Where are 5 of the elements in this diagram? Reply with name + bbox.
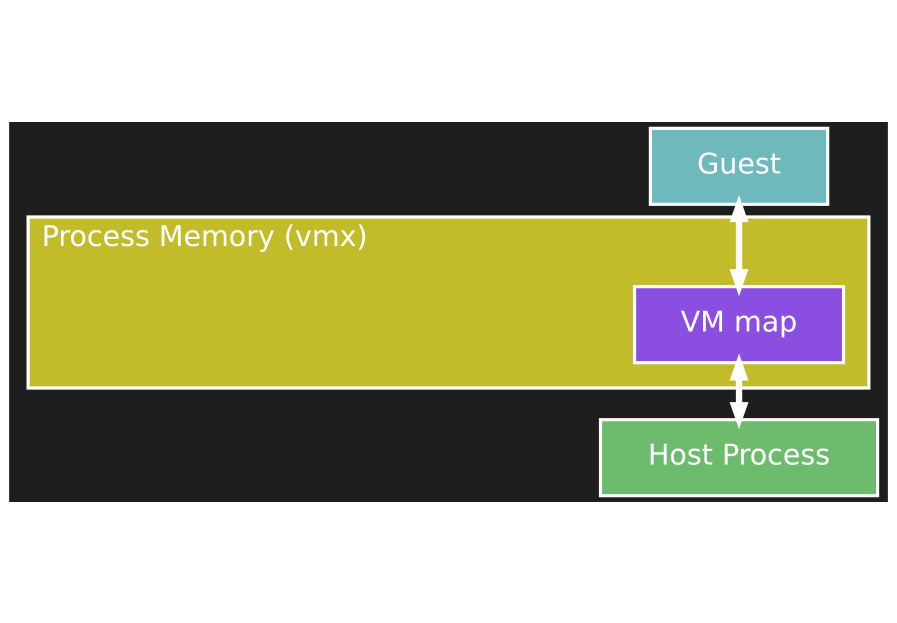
node-box: Host Process: [598, 418, 880, 497]
node-box: Guest: [648, 126, 830, 206]
arrow: [730, 353, 748, 429]
arrow: [730, 194, 748, 296]
node-box: VM map: [632, 284, 846, 364]
